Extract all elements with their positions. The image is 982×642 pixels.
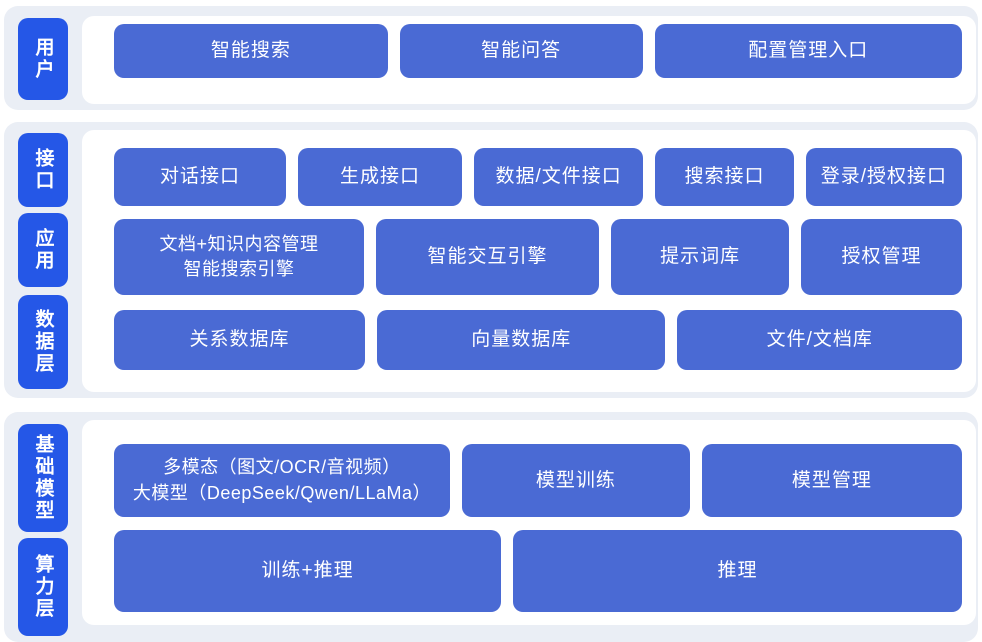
node-multimodal-llm: 多模态（图文/OCR/音视频） 大模型（DeepSeek/Qwen/LLaMa）	[114, 444, 450, 517]
user-layer-card: 智能搜索 智能问答 配置管理入口	[82, 16, 976, 104]
layer-chip-user: 用户	[18, 18, 68, 100]
node-prompt-library: 提示词库	[611, 219, 789, 295]
middle-layers-chip-column: 接口 应用 数据层	[4, 122, 82, 398]
layer-chip-interface: 接口	[18, 133, 68, 207]
node-model-mgmt: 模型管理	[701, 444, 962, 517]
interface-layer-row: 对话接口 生成接口 数据/文件接口 搜索接口 登录/授权接口	[114, 148, 962, 206]
node-data-file-api: 数据/文件接口	[474, 148, 644, 206]
node-doc-knowledge-mgmt-search-engine: 文档+知识内容管理 智能搜索引擎	[114, 219, 364, 295]
node-smart-qa: 智能问答	[399, 24, 643, 78]
bottom-layers-chip-column: 基础模型 算力层	[4, 412, 82, 642]
user-layer-panel: 用户 智能搜索 智能问答 配置管理入口	[4, 6, 978, 110]
node-model-training: 模型训练	[461, 444, 690, 517]
bottom-layers-card: 多模态（图文/OCR/音视频） 大模型（DeepSeek/Qwen/LLaMa）…	[82, 420, 976, 625]
layer-chip-compute-layer: 算力层	[18, 538, 68, 636]
node-inference: 推理	[513, 530, 962, 612]
node-smart-interaction-engine: 智能交互引擎	[375, 219, 600, 295]
layer-chip-foundation-model: 基础模型	[18, 424, 68, 532]
node-config-mgmt-entry: 配置管理入口	[654, 24, 962, 78]
layer-chip-data-layer: 数据层	[18, 295, 68, 389]
data-layer-row: 关系数据库 向量数据库 文件/文档库	[114, 310, 962, 370]
user-layer-chip-column: 用户	[4, 6, 82, 110]
node-generation-api: 生成接口	[297, 148, 463, 206]
foundation-model-row: 多模态（图文/OCR/音视频） 大模型（DeepSeek/Qwen/LLaMa）…	[114, 444, 962, 517]
node-file-doc-store: 文件/文档库	[677, 310, 962, 370]
middle-layers-card: 对话接口 生成接口 数据/文件接口 搜索接口 登录/授权接口 文档+知识内容管理…	[82, 130, 976, 392]
node-training-plus-inference: 训练+推理	[114, 530, 502, 612]
node-relational-db: 关系数据库	[114, 310, 365, 370]
node-authorization-mgmt: 授权管理	[800, 219, 962, 295]
node-dialog-api: 对话接口	[114, 148, 286, 206]
bottom-layers-panel: 基础模型 算力层 多模态（图文/OCR/音视频） 大模型（DeepSeek/Qw…	[4, 412, 978, 642]
middle-layers-panel: 接口 应用 数据层 对话接口 生成接口 数据/文件接口 搜索接口 登录/授权接口…	[4, 122, 978, 398]
node-smart-search: 智能搜索	[114, 24, 388, 78]
application-layer-row: 文档+知识内容管理 智能搜索引擎 智能交互引擎 提示词库 授权管理	[114, 219, 962, 295]
node-search-api: 搜索接口	[655, 148, 794, 206]
user-layer-row: 智能搜索 智能问答 配置管理入口	[114, 24, 962, 78]
layer-chip-application: 应用	[18, 213, 68, 287]
node-login-auth-api: 登录/授权接口	[805, 148, 962, 206]
node-vector-db: 向量数据库	[376, 310, 666, 370]
compute-layer-row: 训练+推理 推理	[114, 530, 962, 612]
